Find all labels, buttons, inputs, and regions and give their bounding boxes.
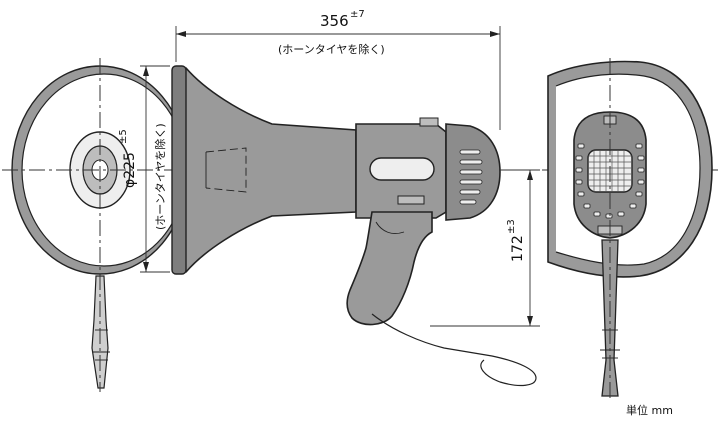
side-rear-vents xyxy=(459,149,483,205)
width-dimension: 356 ±7 (ホーンタイヤを除く) xyxy=(175,9,501,130)
side-horn-body xyxy=(175,67,357,273)
diameter-dim-tolerance: ±5 xyxy=(118,129,129,144)
rear-vent-ring xyxy=(575,143,645,219)
rear-handle xyxy=(601,239,619,397)
rear-view xyxy=(547,60,713,397)
height-dim-value: 172 xyxy=(510,235,526,262)
side-strap xyxy=(371,313,537,387)
diameter-dimension: φ225 ±5 (ホーンタイヤを除く) xyxy=(118,65,170,273)
width-dim-tolerance: ±7 xyxy=(350,9,365,20)
side-horn-tire xyxy=(171,65,187,275)
side-body-slot xyxy=(369,157,435,181)
width-dim-value: 356 xyxy=(320,12,349,30)
height-dimension: 172 ±3 xyxy=(430,169,540,327)
height-dim-tolerance: ±3 xyxy=(506,219,517,234)
units-label: 単位 mm xyxy=(626,403,673,417)
width-dim-note: (ホーンタイヤを除く) xyxy=(278,42,385,56)
side-grip xyxy=(346,211,433,326)
diameter-dim-note: (ホーンタイヤを除く) xyxy=(153,123,167,230)
side-view xyxy=(171,65,537,387)
diameter-dim-value: φ225 xyxy=(122,152,138,188)
